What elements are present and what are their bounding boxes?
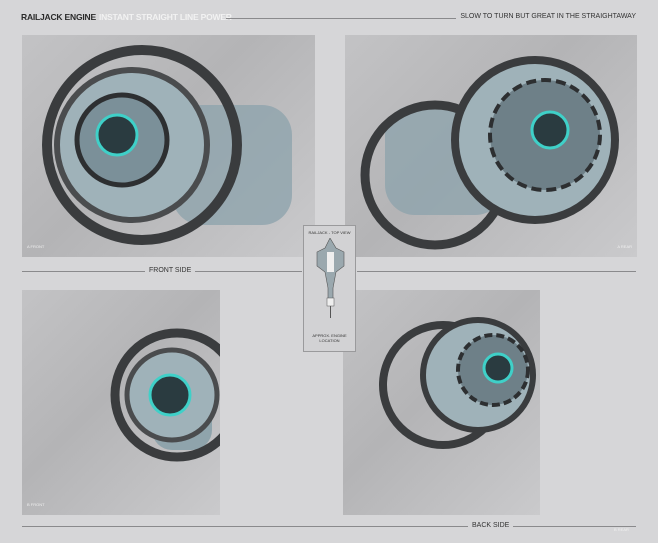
panel-back-angle-b — [343, 290, 540, 515]
tagline: SLOW TO TURN BUT GREAT IN THE STRAIGHTAW… — [456, 13, 636, 20]
back-side-label: BACK SIDE — [468, 522, 514, 529]
panel-label: B FRONT — [27, 502, 45, 507]
front-divider-right — [357, 271, 636, 272]
railjack-top-view-icon — [316, 238, 345, 318]
header-divider — [226, 18, 636, 19]
panel-front-angle-a: A FRONT — [22, 35, 315, 257]
title-text: RAILJACK ENGINE — [21, 12, 96, 22]
engine-render-back-b — [379, 317, 536, 449]
panel-back-angle-a: A REAR — [345, 35, 637, 257]
engine-render-front-a — [42, 45, 292, 245]
inset-caption: APPROX. ENGINE LOCATION — [312, 333, 347, 343]
subtitle-text: INSTANT STRAIGHT LINE POWER — [98, 12, 232, 22]
engine-render-back-a — [360, 56, 619, 250]
panel-label: B REAR — [614, 527, 629, 532]
engine-render-front-b — [110, 328, 220, 462]
inset-title: RAILJACK - TOP VIEW — [308, 230, 351, 235]
panel-label: A FRONT — [27, 244, 45, 249]
front-side-label: FRONT SIDE — [145, 267, 196, 274]
panel-front-angle-b: B FRONT — [22, 290, 220, 515]
panel-label: A REAR — [617, 244, 632, 249]
back-divider — [22, 526, 636, 527]
top-view-inset: RAILJACK - TOP VIEW APPROX. ENGINE LOCAT… — [303, 225, 356, 352]
